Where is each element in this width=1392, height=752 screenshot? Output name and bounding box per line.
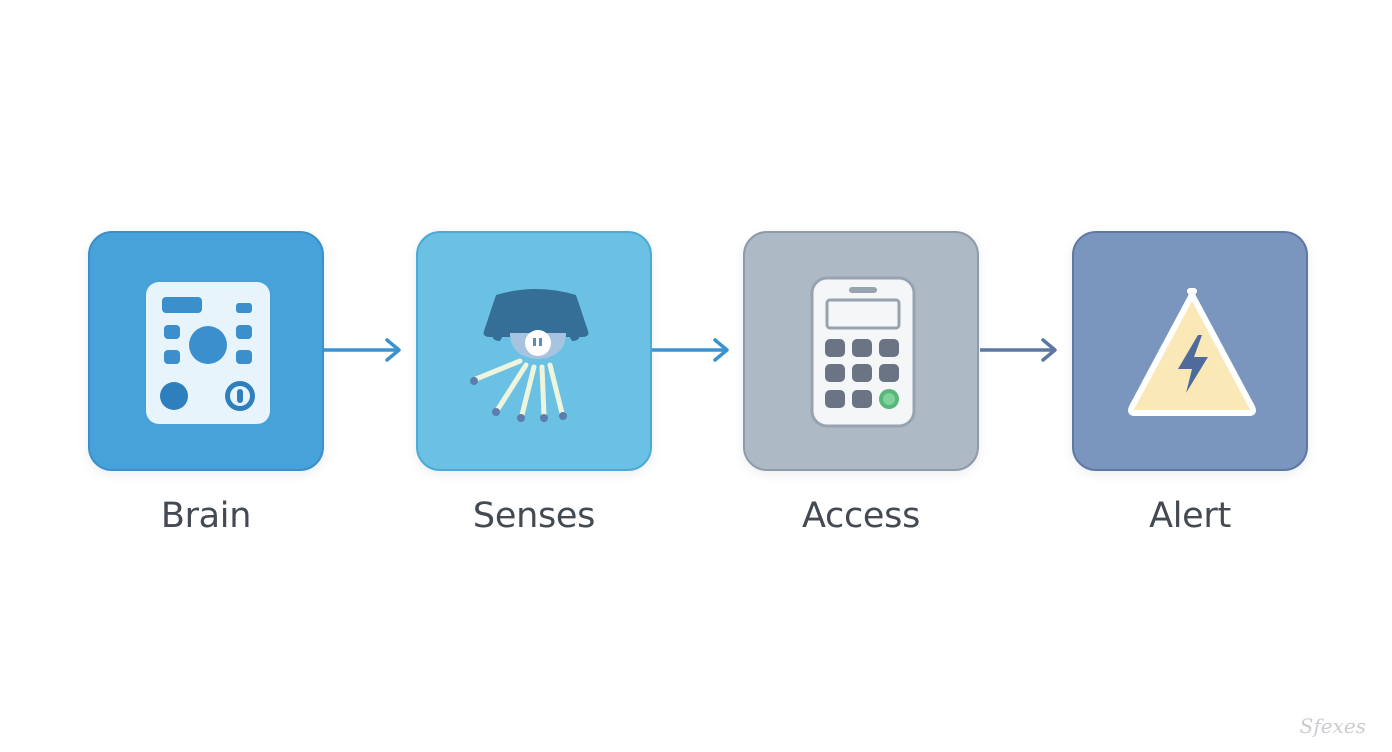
step-tile-brain [88, 231, 324, 471]
keypad-icon [810, 276, 916, 428]
step-tile-senses [416, 231, 652, 471]
flow-arrow-3 [980, 338, 1057, 362]
watermark-text: Sfexes [1299, 714, 1366, 738]
step-label-senses: Senses [472, 496, 596, 536]
flow-arrow-2 [652, 338, 729, 362]
sensor-device-icon [470, 289, 589, 422]
step-label-brain: Brain [160, 496, 252, 536]
step-label-access: Access [801, 496, 921, 536]
warning-triangle-icon [1128, 288, 1256, 416]
step-tile-alert [1072, 231, 1308, 471]
step-label-alert: Alert [1149, 496, 1231, 536]
step-tile-access [743, 231, 979, 471]
control-panel-icon [146, 282, 270, 424]
flow-arrow-1 [324, 338, 401, 362]
